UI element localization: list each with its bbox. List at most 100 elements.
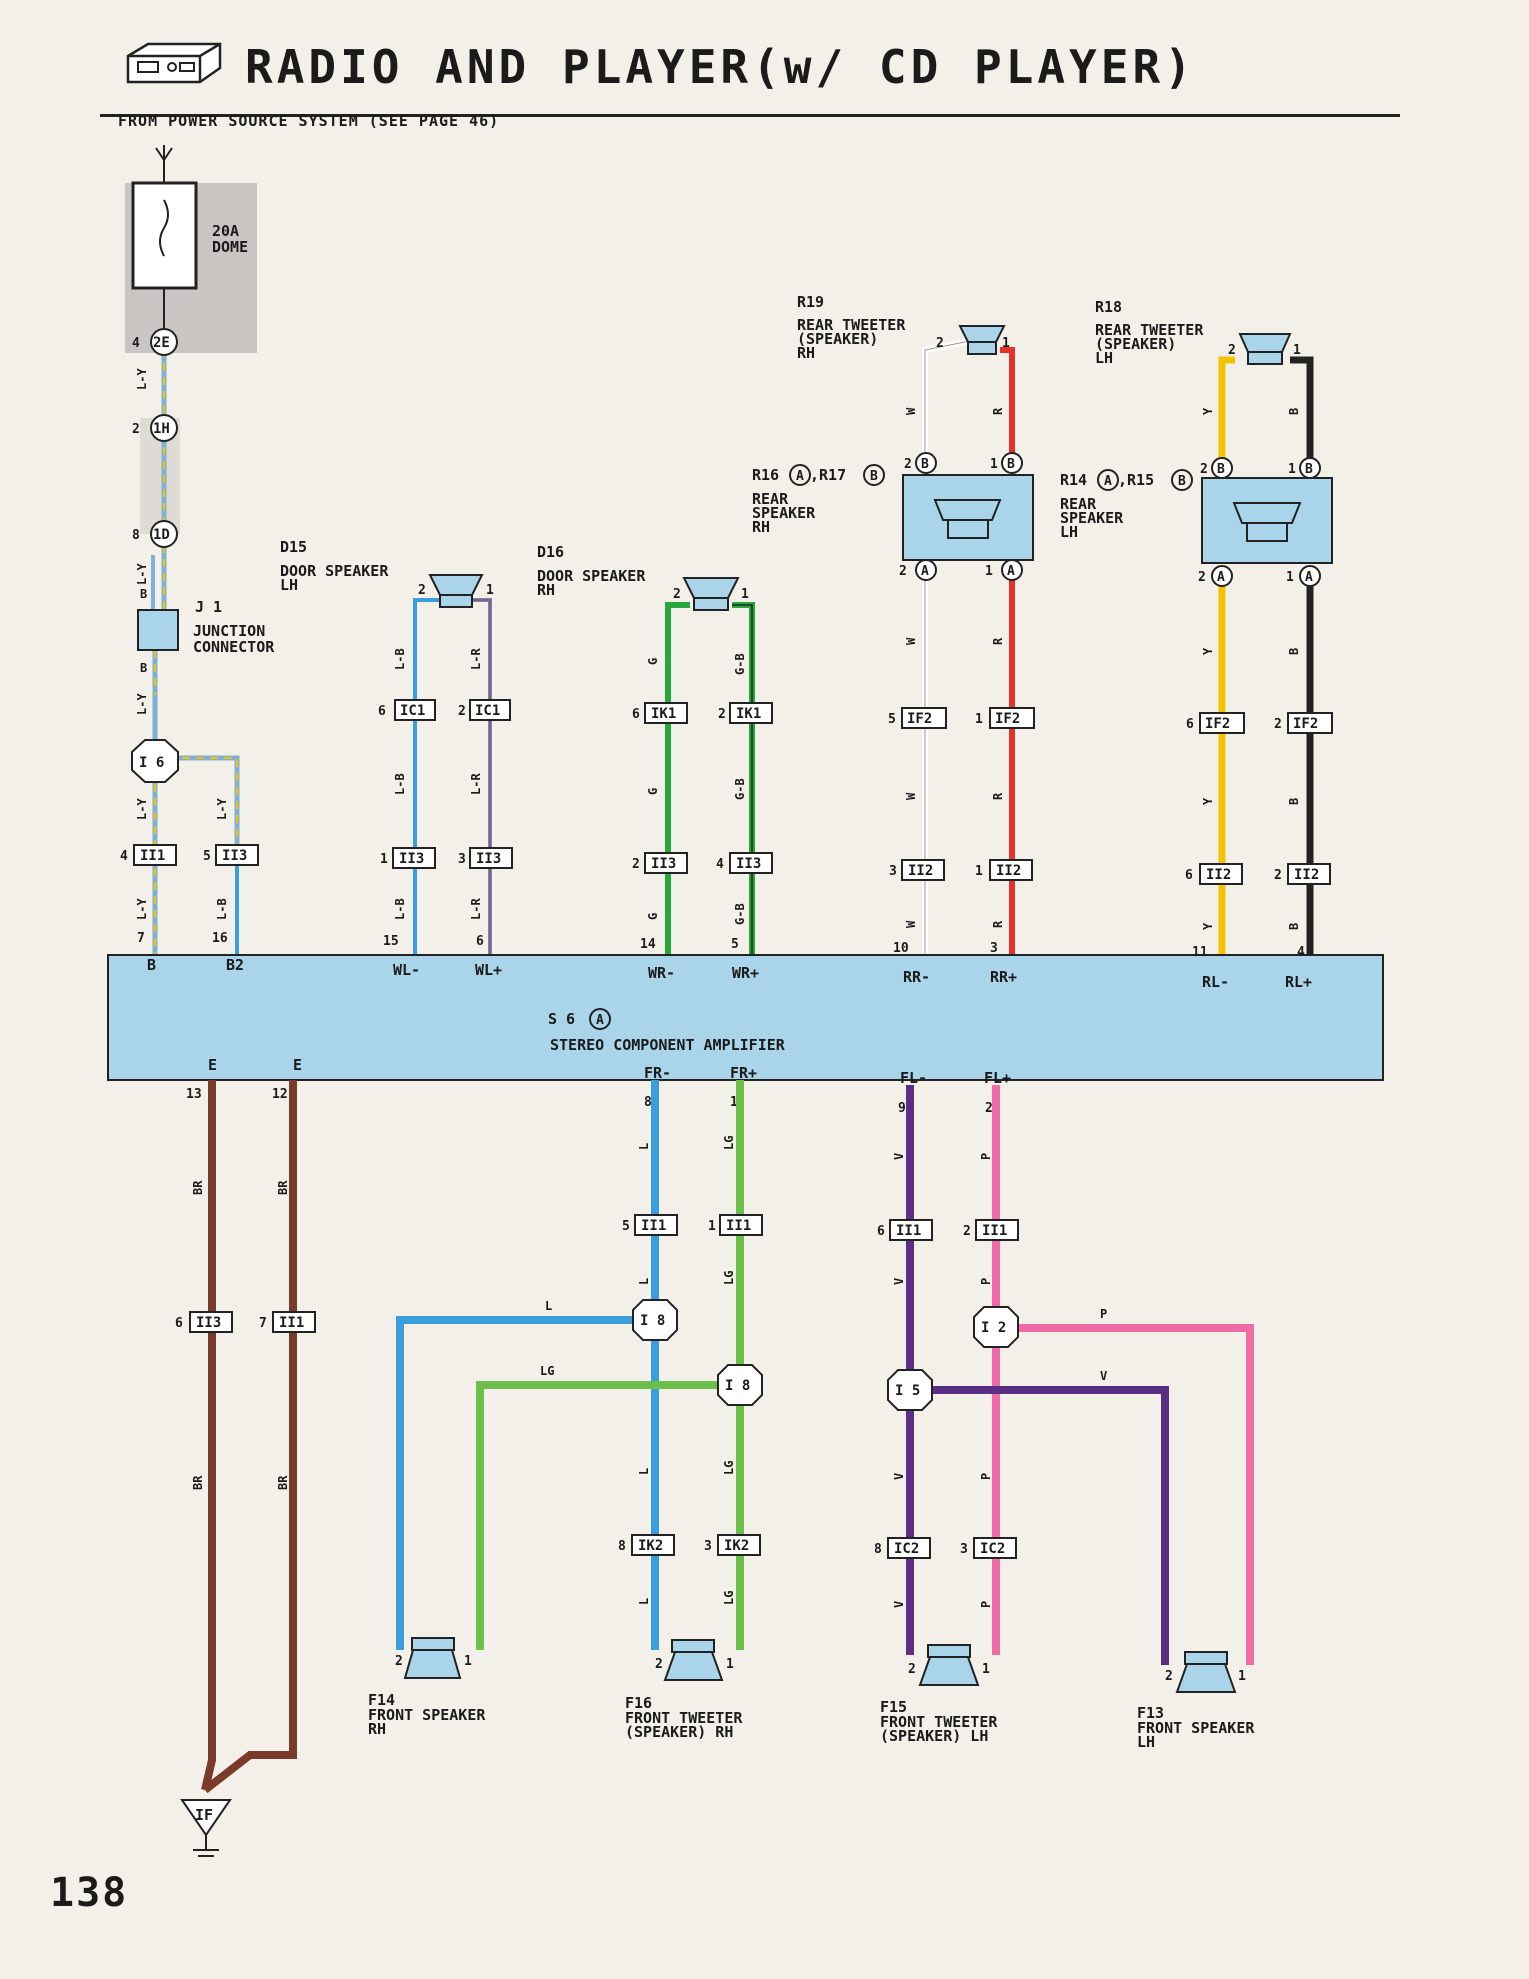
r14-code: R14 bbox=[1060, 471, 1087, 489]
rear-rh-pin-1-bottom: 1 bbox=[985, 564, 993, 579]
wire-code-l-1: L bbox=[637, 1143, 651, 1150]
rear-lh-pin-a-2 bbox=[1211, 565, 1233, 587]
wire-code-b-6: B bbox=[1287, 923, 1301, 930]
rear-rh-pin-1-top: 1 bbox=[990, 457, 998, 472]
r19-pin-1: 1 bbox=[1002, 336, 1010, 351]
rear-rh-pin-a-2-text: A bbox=[921, 564, 929, 579]
r14-pin-b-circle bbox=[1171, 469, 1193, 491]
r16-pin-b: B bbox=[870, 469, 878, 484]
amp-pin-1: 1 bbox=[730, 1095, 738, 1110]
ik1-m-id: IK1 bbox=[651, 706, 676, 722]
rear-rh-pin-2-bottom: 2 bbox=[899, 564, 907, 579]
ii2-a-pin: 3 bbox=[889, 864, 897, 879]
page-number: 138 bbox=[50, 1870, 129, 1916]
rear-rh-pin-a-1-text: A bbox=[1007, 564, 1015, 579]
ic1-p-pin: 2 bbox=[458, 704, 466, 719]
r14-pin-a-circle bbox=[1097, 469, 1119, 491]
r18-pin-2: 2 bbox=[1228, 343, 1236, 358]
wire-code-lb-2: L-B bbox=[393, 648, 407, 670]
amp-term-RRm: RR- bbox=[903, 968, 930, 986]
ii1-g-id: II1 bbox=[279, 1315, 304, 1331]
amp-term-WLp: WL+ bbox=[475, 961, 502, 979]
wire-code-w-3: W bbox=[904, 792, 918, 800]
f14-pin-2: 2 bbox=[395, 1654, 403, 1669]
if2-rw-pin: 5 bbox=[888, 712, 896, 727]
amp-pin: A bbox=[596, 1013, 604, 1028]
r14-pin-b: B bbox=[1178, 474, 1186, 489]
ii1-fl-pin: 6 bbox=[877, 1224, 885, 1239]
wire-code-b-5: B bbox=[1287, 798, 1301, 805]
junction-i5-id: I 5 bbox=[895, 1383, 920, 1399]
wire-code-lg-1: LG bbox=[722, 1136, 736, 1150]
f16-name: FRONT TWEETER bbox=[625, 1709, 743, 1727]
r14-name: REAR bbox=[1060, 495, 1097, 513]
amp-pin-14: 14 bbox=[640, 937, 656, 952]
wire-code-b-1: B bbox=[140, 587, 147, 601]
wire-fr-l-branch bbox=[396, 1316, 640, 1650]
speaker-icon-f15 bbox=[918, 1644, 980, 1686]
wire-code-w-1: W bbox=[904, 407, 918, 415]
f16-name2: (SPEAKER) RH bbox=[625, 1723, 733, 1741]
wire-code-lg-4: LG bbox=[722, 1461, 736, 1475]
speaker-icon-f14 bbox=[403, 1637, 462, 1679]
amp-term-FLp: FL+ bbox=[984, 1069, 1011, 1087]
r14-name2: SPEAKER bbox=[1060, 509, 1124, 527]
rear-rh-pin-a-1 bbox=[1001, 559, 1023, 581]
page-title: RADIO AND PLAYER(w/ CD PLAYER) bbox=[245, 40, 1196, 94]
wire-ground-2 bbox=[202, 1080, 297, 1794]
ik2-a-id: IK2 bbox=[638, 1538, 663, 1554]
wire-code-p-2: P bbox=[979, 1278, 993, 1285]
f14-side: RH bbox=[368, 1720, 386, 1738]
f14-pin-1: 1 bbox=[464, 1654, 472, 1669]
if2-lb-pin: 2 bbox=[1274, 717, 1282, 732]
amp-term-WRm: WR- bbox=[648, 964, 675, 982]
ik2-b-id: IK2 bbox=[724, 1538, 749, 1554]
amp-term-WRp: WR+ bbox=[732, 964, 759, 982]
connector-row-2 bbox=[133, 844, 1331, 885]
wire-code-lr-2: L-R bbox=[469, 773, 483, 795]
r14-pin-a: A bbox=[1104, 474, 1112, 489]
ik1-m-pin: 6 bbox=[632, 707, 640, 722]
radio-icon bbox=[126, 42, 222, 84]
wire-code-ly-2: L-Y bbox=[135, 563, 149, 585]
amp-term-FRm: FR- bbox=[644, 1064, 671, 1082]
r18-pin-1: 1 bbox=[1293, 343, 1301, 358]
r18-name: REAR TWEETER bbox=[1095, 321, 1204, 339]
r16-code2: ,R17 bbox=[810, 466, 846, 484]
junction-i2-id: I 2 bbox=[981, 1320, 1006, 1336]
wire-code-lr-3: L-R bbox=[469, 898, 483, 920]
wire-d16-plus-stripe bbox=[732, 604, 753, 955]
amp-pin-13: 13 bbox=[186, 1087, 202, 1102]
ii3-c-id: II3 bbox=[476, 851, 501, 867]
rear-lh-pin-b-1 bbox=[1299, 457, 1321, 479]
ii1-fr2-id: II1 bbox=[726, 1218, 751, 1234]
amp-pin-12: 12 bbox=[272, 1087, 288, 1102]
amp-term-E2: E bbox=[293, 1056, 302, 1074]
amp-pin-15: 15 bbox=[383, 934, 399, 949]
ground-symbol bbox=[180, 1799, 232, 1837]
wire-fl-v-branch bbox=[925, 1386, 1169, 1665]
wire-d16-minus bbox=[665, 602, 690, 955]
r16-code: R16 bbox=[752, 466, 779, 484]
r18-side: LH bbox=[1095, 349, 1113, 367]
ic1-p-id: IC1 bbox=[475, 703, 500, 719]
j1-connector bbox=[137, 609, 179, 651]
wire-code-ly-3: L-Y bbox=[135, 693, 149, 715]
f14-code: F14 bbox=[368, 1691, 395, 1709]
wire-r19-r bbox=[1000, 347, 1015, 465]
ii1-fr-id: II1 bbox=[641, 1218, 666, 1234]
r19-side: RH bbox=[797, 344, 815, 362]
rear-rh-pin-b-2-text: B bbox=[921, 457, 929, 472]
wire-code-l-5: L bbox=[637, 1598, 651, 1605]
r16-pin-b-circle bbox=[863, 464, 885, 486]
junction-i2 bbox=[973, 1306, 1019, 1348]
f15-name: FRONT TWEETER bbox=[880, 1713, 998, 1731]
wire-code-lb-4: L-B bbox=[393, 898, 407, 920]
ii1-g-pin: 7 bbox=[259, 1316, 267, 1331]
ii2-d-id: II2 bbox=[1294, 867, 1319, 883]
title-bar: RADIO AND PLAYER(w/ CD PLAYER) FROM POWE… bbox=[0, 0, 1529, 130]
connector-2E-id: 2E bbox=[153, 335, 170, 351]
ii2-c-pin: 6 bbox=[1185, 868, 1193, 883]
wire-code-lg-5: LG bbox=[722, 1591, 736, 1605]
power-source-note: FROM POWER SOURCE SYSTEM (SEE PAGE 46) bbox=[118, 112, 500, 130]
